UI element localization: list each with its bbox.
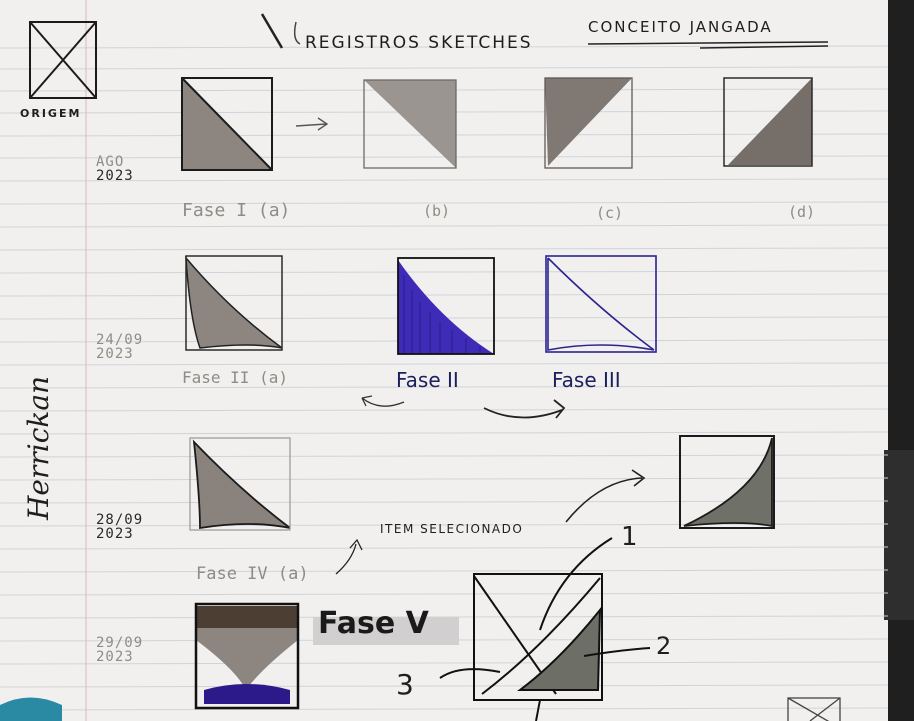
sketch-corner <box>787 697 841 721</box>
concept-heading: CONCEITO JANGADA <box>588 18 773 36</box>
callout-3: 3 <box>396 668 414 701</box>
sketch-phase3 <box>545 255 657 353</box>
phase2a-label: Fase II (a) <box>182 368 288 387</box>
selected-item-label: ITEM SELECIONADO <box>380 522 524 536</box>
signature: Herrickan <box>22 375 55 520</box>
date-day: 28/09 <box>96 512 144 528</box>
date-day: 24/09 <box>96 332 144 348</box>
phase2-label: Fase II <box>396 368 459 392</box>
date-label: AGO 2023 <box>96 155 134 183</box>
date-year: 2023 <box>96 649 134 665</box>
origin-sketch <box>29 21 97 99</box>
sketch-phase1b <box>363 79 457 169</box>
date-day: AGO <box>96 154 125 170</box>
sketch-phase2 <box>397 257 495 355</box>
phase3-label: Fase III <box>552 368 621 392</box>
date-label: 29/09 2023 <box>96 636 143 664</box>
sketch-selected <box>679 435 775 529</box>
sketch-phase4a <box>189 437 291 531</box>
date-year: 2023 <box>96 526 134 542</box>
phase1a-label: Fase I (a) <box>182 200 291 221</box>
sketch-final <box>439 537 651 721</box>
phase1d-label: (d) <box>788 203 816 221</box>
phase4a-label: Fase IV (a) <box>196 564 309 584</box>
phase5-highlight <box>313 617 459 645</box>
date-year: 2023 <box>96 168 134 184</box>
page-title: REGISTROS SKETCHES <box>305 33 533 53</box>
sketch-phase2a <box>185 255 283 351</box>
date-year: 2023 <box>96 346 134 362</box>
date-label: 24/09 2023 <box>96 333 143 361</box>
sketch-phase5 <box>194 602 300 710</box>
callout-2: 2 <box>656 632 672 660</box>
date-label: 28/09 2023 <box>96 513 143 541</box>
phase1c-label: (c) <box>596 204 624 222</box>
sketch-phase1a <box>181 77 273 171</box>
phase1b-label: (b) <box>423 202 451 220</box>
phase5-label: Fase V <box>318 606 429 641</box>
origin-label: ORIGEM <box>20 107 82 120</box>
date-day: 29/09 <box>96 635 144 651</box>
sketch-phase1d <box>723 77 813 167</box>
sketch-phase1c <box>544 77 633 169</box>
callout-1: 1 <box>621 522 638 552</box>
